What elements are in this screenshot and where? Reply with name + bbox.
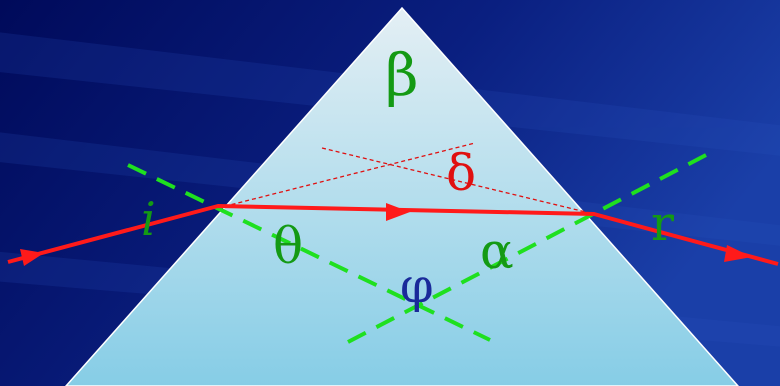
angle-label-alpha: α: [480, 222, 514, 280]
angle-label-theta: θ: [273, 217, 304, 275]
ray-arrow-internal: [386, 203, 410, 221]
extended-incident-ray: [217, 142, 476, 209]
extended-emergent-ray: [321, 147, 595, 215]
angle-label-beta: β: [385, 41, 419, 109]
ray-arrow-incident: [20, 249, 44, 266]
prism: [64, 6, 740, 386]
normal-line-exit: [347, 153, 707, 344]
light-ray: [7, 204, 779, 266]
angle-label-incidence: i: [141, 192, 156, 246]
angle-label-delta: δ: [446, 144, 477, 202]
angle-label-emergence: r: [651, 196, 674, 252]
angle-label-phi: φ: [400, 258, 434, 314]
normal-line-entry: [127, 163, 491, 342]
ray-arrow-emergent: [724, 245, 752, 262]
